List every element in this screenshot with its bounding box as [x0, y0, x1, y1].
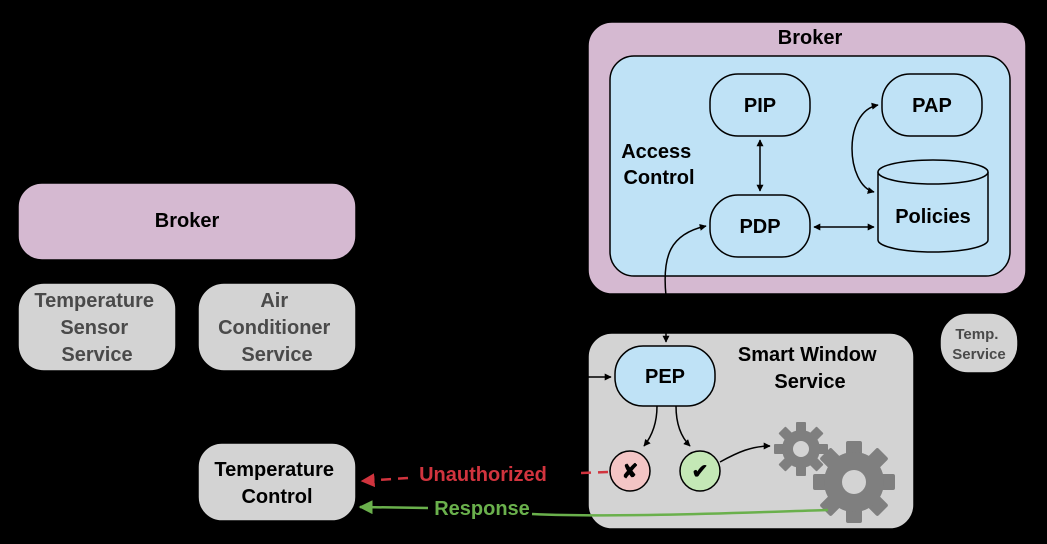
temperature-sensor-service-line-3: Service: [61, 344, 132, 366]
smart-window-service-line-2: Service: [774, 371, 845, 393]
temperature-sensor-service-line-2: Sensor: [60, 317, 128, 339]
policies-label: Policies: [895, 206, 971, 228]
air-conditioner-service: Air Conditioner Service: [197, 282, 357, 372]
temp-service-line-1: Temp.: [955, 326, 998, 343]
unauthorized-label: Unauthorized: [419, 464, 547, 486]
left-broker-label: Broker: [155, 210, 220, 232]
unauthorized-flow: Unauthorized: [360, 464, 609, 488]
pep-pdp-request-connector: [664, 223, 707, 297]
deny-decision: ✘: [609, 450, 651, 492]
svg-text:Temperature Sensor: Temperature Sensor Service: [34, 290, 159, 366]
temperature-control-line-2: Control: [241, 486, 312, 508]
left-broker: Broker: [17, 182, 357, 261]
svg-text:Temperature Control: Temperature Control: [214, 459, 339, 508]
allow-gear-connector: [719, 442, 771, 463]
temperature-sensor-service-line-1: Temperature: [34, 290, 154, 312]
temp-service-line-2: Service: [952, 346, 1005, 363]
temperature-control-line-1: Temperature: [214, 459, 334, 481]
check-icon: ✔: [692, 461, 709, 483]
pap-label: PAP: [912, 95, 952, 117]
air-conditioner-service-line-2: Conditioner: [218, 317, 330, 339]
pap-node: PAP: [881, 73, 983, 137]
pip-label: PIP: [744, 95, 776, 117]
pdp-label: PDP: [739, 216, 780, 238]
svg-text:Access Control: Access Control: [621, 141, 697, 189]
temperature-control: Temperature Control: [197, 442, 357, 522]
cross-icon: ✘: [622, 461, 639, 483]
access-control-label-line-2: Control: [623, 167, 694, 189]
temp-service: Temp. Service: [939, 312, 1019, 374]
allow-decision: ✔: [679, 450, 721, 492]
pep-node: PEP: [614, 345, 716, 407]
temperature-sensor-service: Temperature Sensor Service: [17, 282, 177, 372]
air-conditioner-service-line-1: Air: [260, 290, 288, 312]
right-broker-label: Broker: [778, 27, 843, 49]
pep-allow-connector: [675, 405, 691, 447]
svg-text:Air Conditioner Se: Air Conditioner Service: [218, 290, 336, 366]
pdp-node: PDP: [709, 194, 811, 258]
svg-text:Smart Window Service: Smart Window Service: [738, 344, 882, 393]
access-control-label-line-1: Access: [621, 141, 691, 163]
response-label: Response: [434, 498, 530, 520]
pep-label: PEP: [645, 366, 685, 388]
policies-database: Policies: [877, 159, 989, 253]
svg-text:Temp. Service: Temp. Service: [952, 326, 1005, 363]
pep-deny-connector: [643, 405, 658, 447]
air-conditioner-service-line-3: Service: [241, 344, 312, 366]
pap-policies-connector: [851, 102, 879, 194]
gear-icon: [813, 441, 895, 523]
gear-icon: [774, 422, 828, 476]
pip-node: PIP: [709, 73, 811, 137]
smart-window-service-line-1: Smart Window: [738, 344, 877, 366]
response-flow: Response: [358, 498, 829, 520]
